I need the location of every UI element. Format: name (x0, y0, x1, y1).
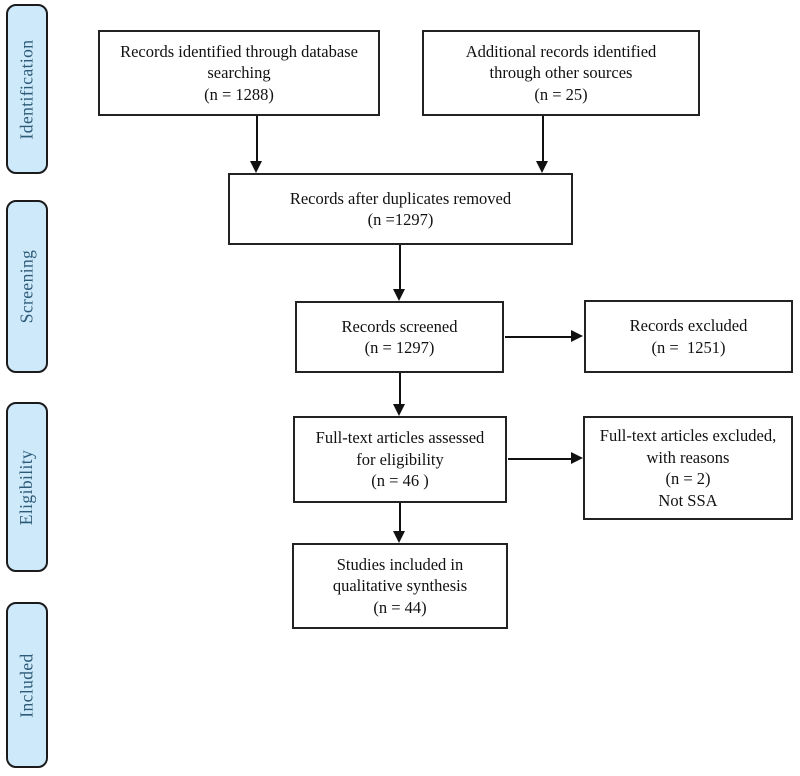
box-text-line: Records excluded (629, 316, 748, 335)
stage-included: Included (6, 602, 48, 768)
box-text-line: (n = 46 ) (371, 471, 429, 491)
box-records-identified-database: Records identified through database sear… (98, 30, 380, 116)
arrow-line-fulltext-to-excluded (508, 458, 572, 460)
box-text-line: qualitative synthesis (332, 576, 468, 596)
stage-eligibility: Eligibility (6, 402, 48, 572)
box-additional-records-other-sources: Additional records identified through ot… (422, 30, 700, 116)
arrowhead-right-icon (571, 330, 583, 342)
box-text-line: Full-text articles excluded, (599, 426, 777, 445)
box-text-line: (n = 1251) (651, 337, 726, 357)
box-text-line: (n = 1288) (204, 84, 274, 104)
box-text-line: Not SSA (658, 490, 718, 510)
box-text-line: Additional records identified (465, 41, 657, 61)
arrow-line-screened-to-fulltext (399, 373, 401, 405)
box-text-line: (n = 25) (534, 84, 588, 104)
arrow-line-duplicates-to-screened (399, 245, 401, 290)
box-fulltext-assessed: Full-text articles assessed for eligibil… (293, 416, 507, 503)
box-text-line: (n =1297) (367, 210, 434, 229)
box-text-line: with reasons (646, 447, 730, 467)
box-text-line: Records identified through database (120, 41, 358, 61)
arrow-line-sources-to-duplicates (542, 116, 544, 162)
box-text-line: searching (207, 63, 271, 83)
stage-screening-label: Screening (16, 249, 37, 324)
arrowhead-down-icon (393, 289, 405, 301)
arrowhead-down-icon (393, 531, 405, 543)
stage-identification: Identification (6, 4, 48, 174)
box-records-after-duplicates-removed: Records after duplicates removed (n =129… (228, 173, 573, 245)
arrow-line-screened-to-excluded (505, 336, 572, 338)
stage-identification-label: Identification (16, 39, 37, 139)
box-fulltext-excluded: Full-text articles excluded, with reason… (583, 416, 793, 520)
arrow-line-db-to-duplicates (256, 116, 258, 162)
stage-eligibility-label: Eligibility (16, 449, 37, 525)
box-text-line: (n = 44) (373, 597, 427, 617)
box-text-line: Records after duplicates removed (289, 188, 512, 208)
box-studies-included-qualitative: Studies included in qualitative synthesi… (292, 543, 508, 629)
stage-screening: Screening (6, 200, 48, 373)
box-text-line: Studies included in (336, 554, 464, 574)
stage-included-label: Included (16, 652, 37, 718)
box-records-excluded: Records excluded (n = 1251) (584, 300, 793, 373)
arrowhead-down-icon (536, 161, 548, 173)
arrow-line-fulltext-to-included (399, 503, 401, 532)
box-text-line: (n = 2) (665, 469, 711, 488)
arrowhead-down-icon (250, 161, 262, 173)
box-text-line: for eligibility (356, 449, 444, 469)
box-text-line: Full-text articles assessed (315, 428, 485, 448)
box-text-line: through other sources (489, 63, 633, 83)
box-records-screened: Records screened (n = 1297) (295, 301, 504, 373)
box-text-line: (n = 1297) (364, 338, 435, 357)
box-text-line: Records screened (341, 316, 458, 336)
arrowhead-right-icon (571, 452, 583, 464)
arrowhead-down-icon (393, 404, 405, 416)
